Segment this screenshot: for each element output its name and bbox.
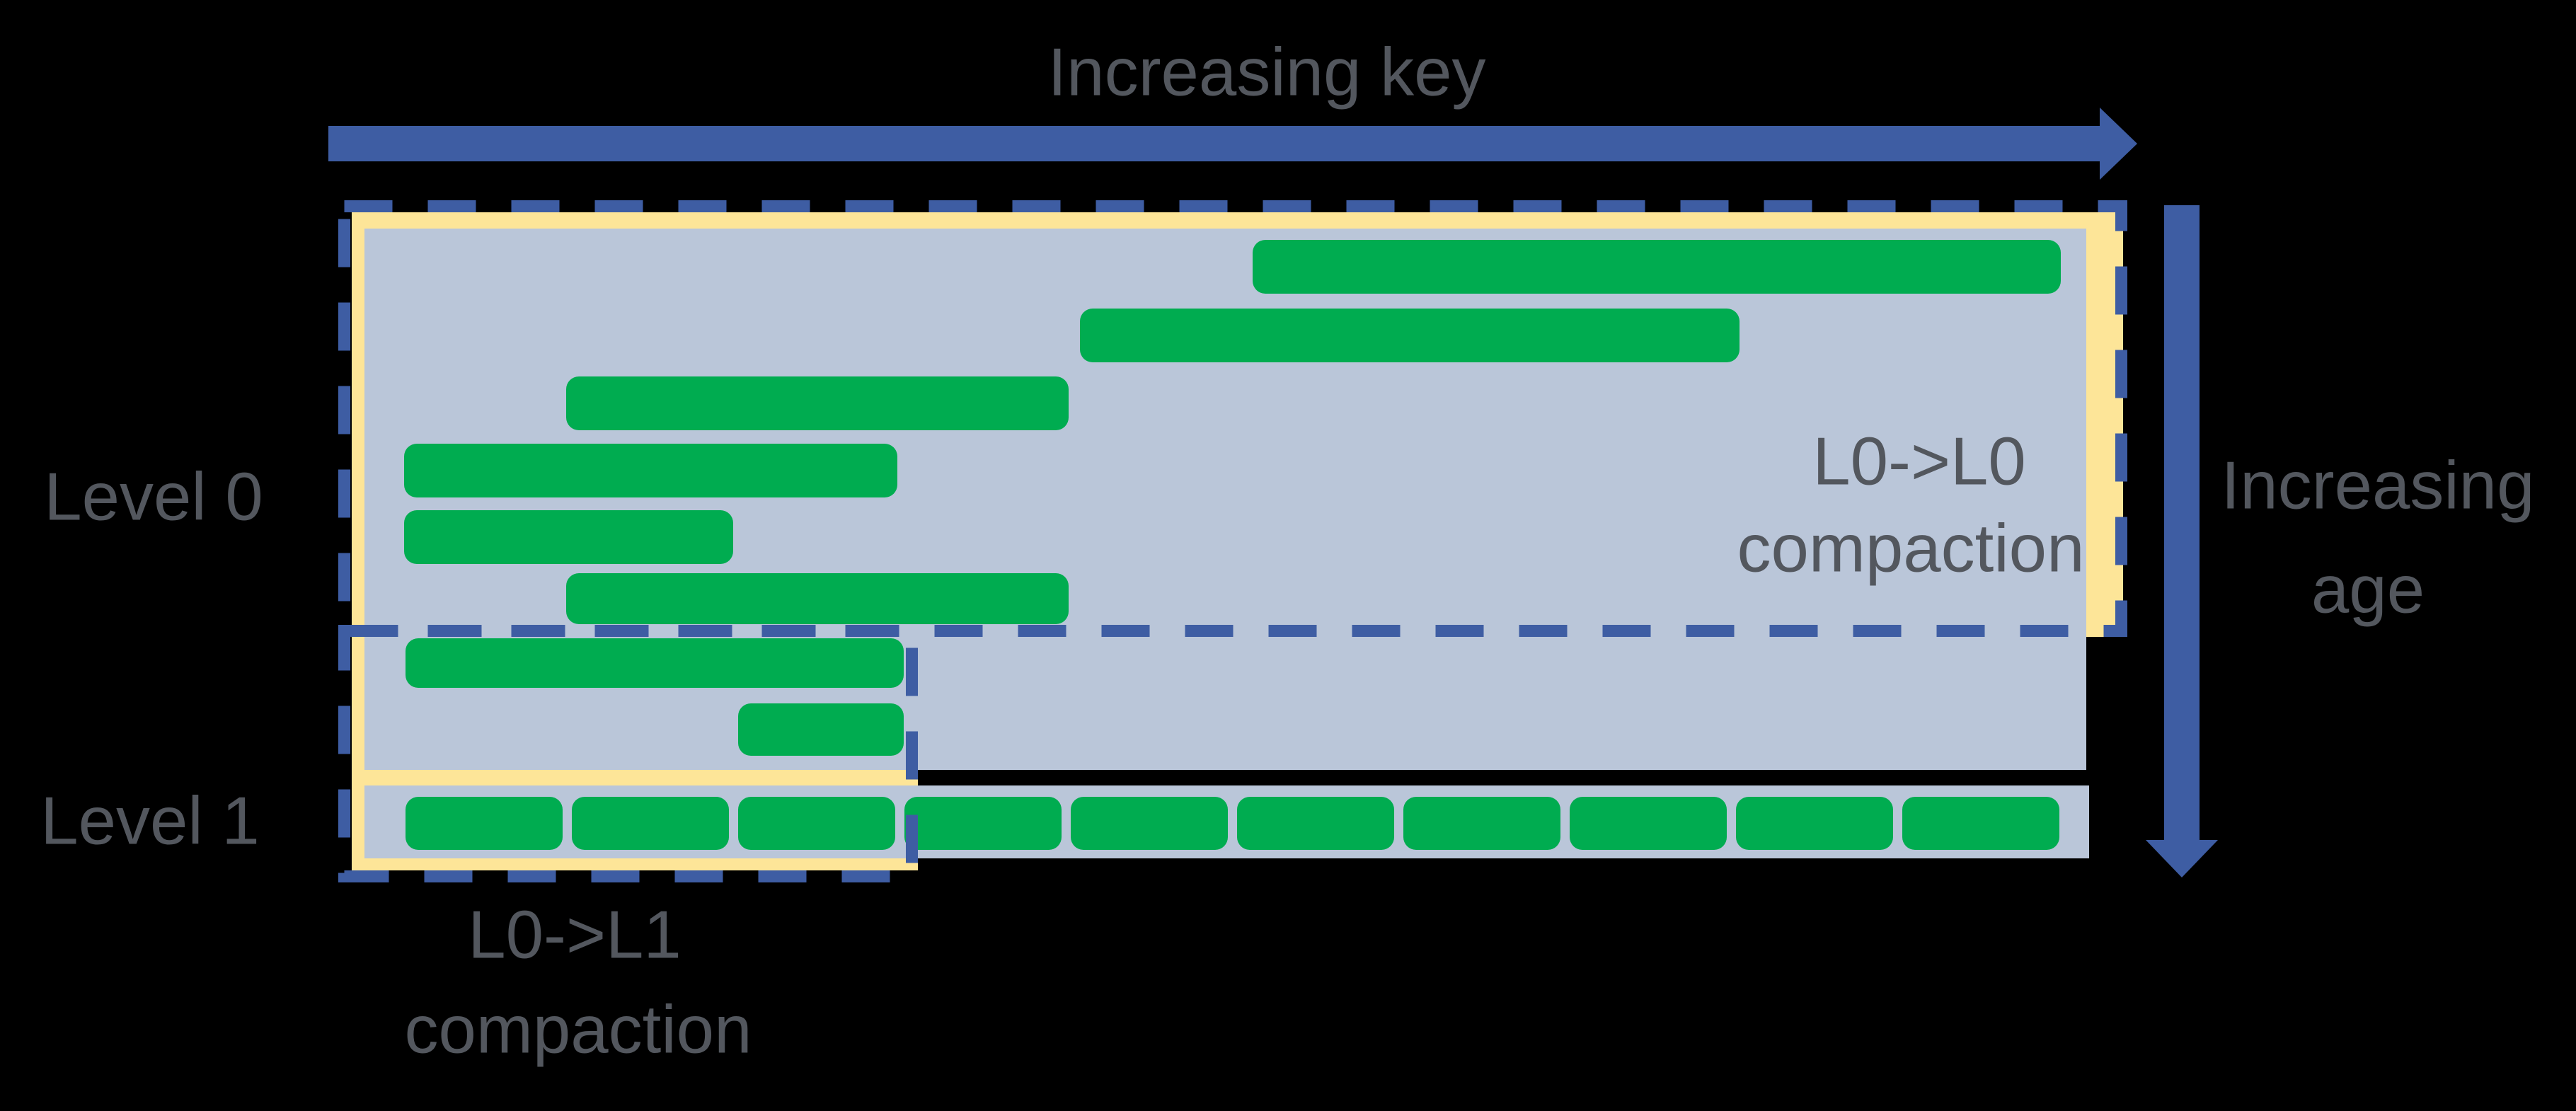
increasing-age-label-line1: Increasing xyxy=(2221,448,2535,524)
sstable-bar xyxy=(904,797,1062,850)
sstable-bar xyxy=(566,376,1069,430)
level0-sstables xyxy=(404,240,2061,624)
l0-l0-compaction-label-line2: compaction xyxy=(1737,511,2085,587)
sstable-bar xyxy=(1403,797,1560,850)
sstable-bar xyxy=(1071,797,1228,850)
sstable-bar xyxy=(1902,797,2059,850)
increasing-key-arrow-icon xyxy=(328,108,2137,180)
level0-label: Level 0 xyxy=(44,459,263,535)
sstable-bar xyxy=(1237,797,1394,850)
increasing-age-label-line2: age xyxy=(2311,552,2425,628)
sstable-bar xyxy=(1736,797,1893,850)
level0-pending-sstables xyxy=(406,638,904,756)
l0-l1-compaction-label-line1: L0->L1 xyxy=(468,897,682,973)
l0-l1-compaction-dashed-border xyxy=(338,625,918,882)
sstable-bar xyxy=(738,703,904,756)
sstable-bar xyxy=(406,797,563,850)
l0-l1-compaction-label-line2: compaction xyxy=(405,992,752,1068)
level1-label: Level 1 xyxy=(40,783,260,859)
sstable-bar xyxy=(404,444,897,497)
increasing-key-label: Increasing key xyxy=(1048,35,1486,110)
sstable-bar xyxy=(566,573,1069,624)
sstable-bar xyxy=(1253,240,2061,294)
sstable-bar xyxy=(406,638,904,688)
sstable-bar xyxy=(404,510,733,564)
sstable-bar xyxy=(1080,309,1740,362)
level1-sstables xyxy=(406,797,2059,850)
sstable-bar xyxy=(1570,797,1727,850)
l0-l0-compaction-label-line1: L0->L0 xyxy=(1812,424,2026,500)
sstable-bar xyxy=(572,797,729,850)
l0-l0-compaction-dashed-border xyxy=(338,200,2127,637)
sstable-bar xyxy=(738,797,895,850)
increasing-age-arrow-icon xyxy=(2146,205,2218,877)
